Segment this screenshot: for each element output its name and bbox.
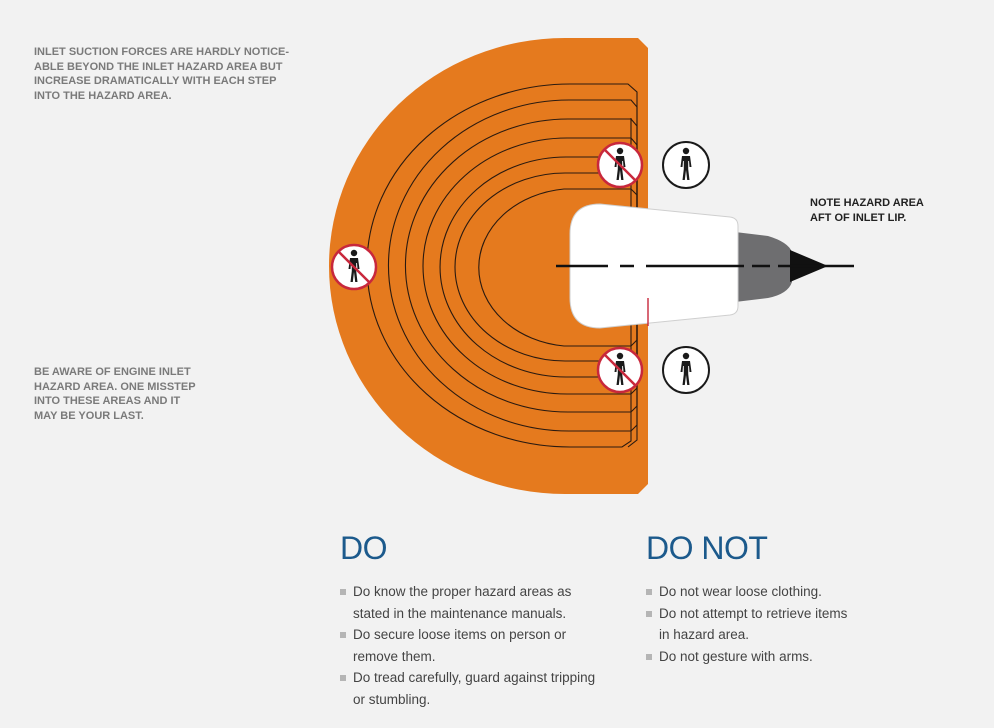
safe-person-icon: [662, 141, 710, 189]
bullet-icon: [646, 610, 652, 617]
inlet-hazard-area: [329, 38, 648, 494]
bullet-icon: [340, 589, 346, 595]
do-section: DO Do know the proper hazard areas as st…: [340, 530, 610, 710]
list-item: Do not attempt to retrieve items in haza…: [646, 603, 859, 646]
do-list: Do know the proper hazard areas as state…: [340, 581, 610, 710]
aft-hazard-note: NOTE HAZARD AREA AFT OF INLET LIP.: [810, 197, 924, 224]
bullet-icon: [646, 589, 652, 595]
bullet-icon: [340, 632, 346, 638]
bullet-icon: [646, 653, 652, 660]
list-item: Do know the proper hazard areas as state…: [340, 581, 610, 624]
list-item: Do not gesture with arms.: [646, 646, 946, 668]
list-item: Do tread carefully, guard against trippi…: [340, 667, 610, 710]
engine-inlet-hazard-diagram: [329, 38, 854, 494]
list-item: Do secure loose items on person or remov…: [340, 624, 610, 667]
do-not-section: DO NOT Do not wear loose clothing. Do no…: [646, 530, 946, 667]
inlet-suction-note: INLET SUCTION FORCES ARE HARDLY NOTICE- …: [34, 46, 290, 102]
list-item: Do not wear loose clothing.: [646, 581, 946, 603]
safe-person-icon: [662, 346, 710, 394]
prohibited-person-icon: [330, 243, 378, 291]
do-not-heading: DO NOT: [646, 530, 768, 566]
do-not-list: Do not wear loose clothing. Do not attem…: [646, 581, 946, 667]
prohibited-person-icon: [596, 141, 644, 189]
prohibited-person-icon: [596, 346, 644, 394]
be-aware-note: BE AWARE OF ENGINE INLET HAZARD AREA. ON…: [34, 366, 196, 422]
bullet-icon: [340, 675, 346, 681]
do-heading: DO: [340, 530, 388, 566]
